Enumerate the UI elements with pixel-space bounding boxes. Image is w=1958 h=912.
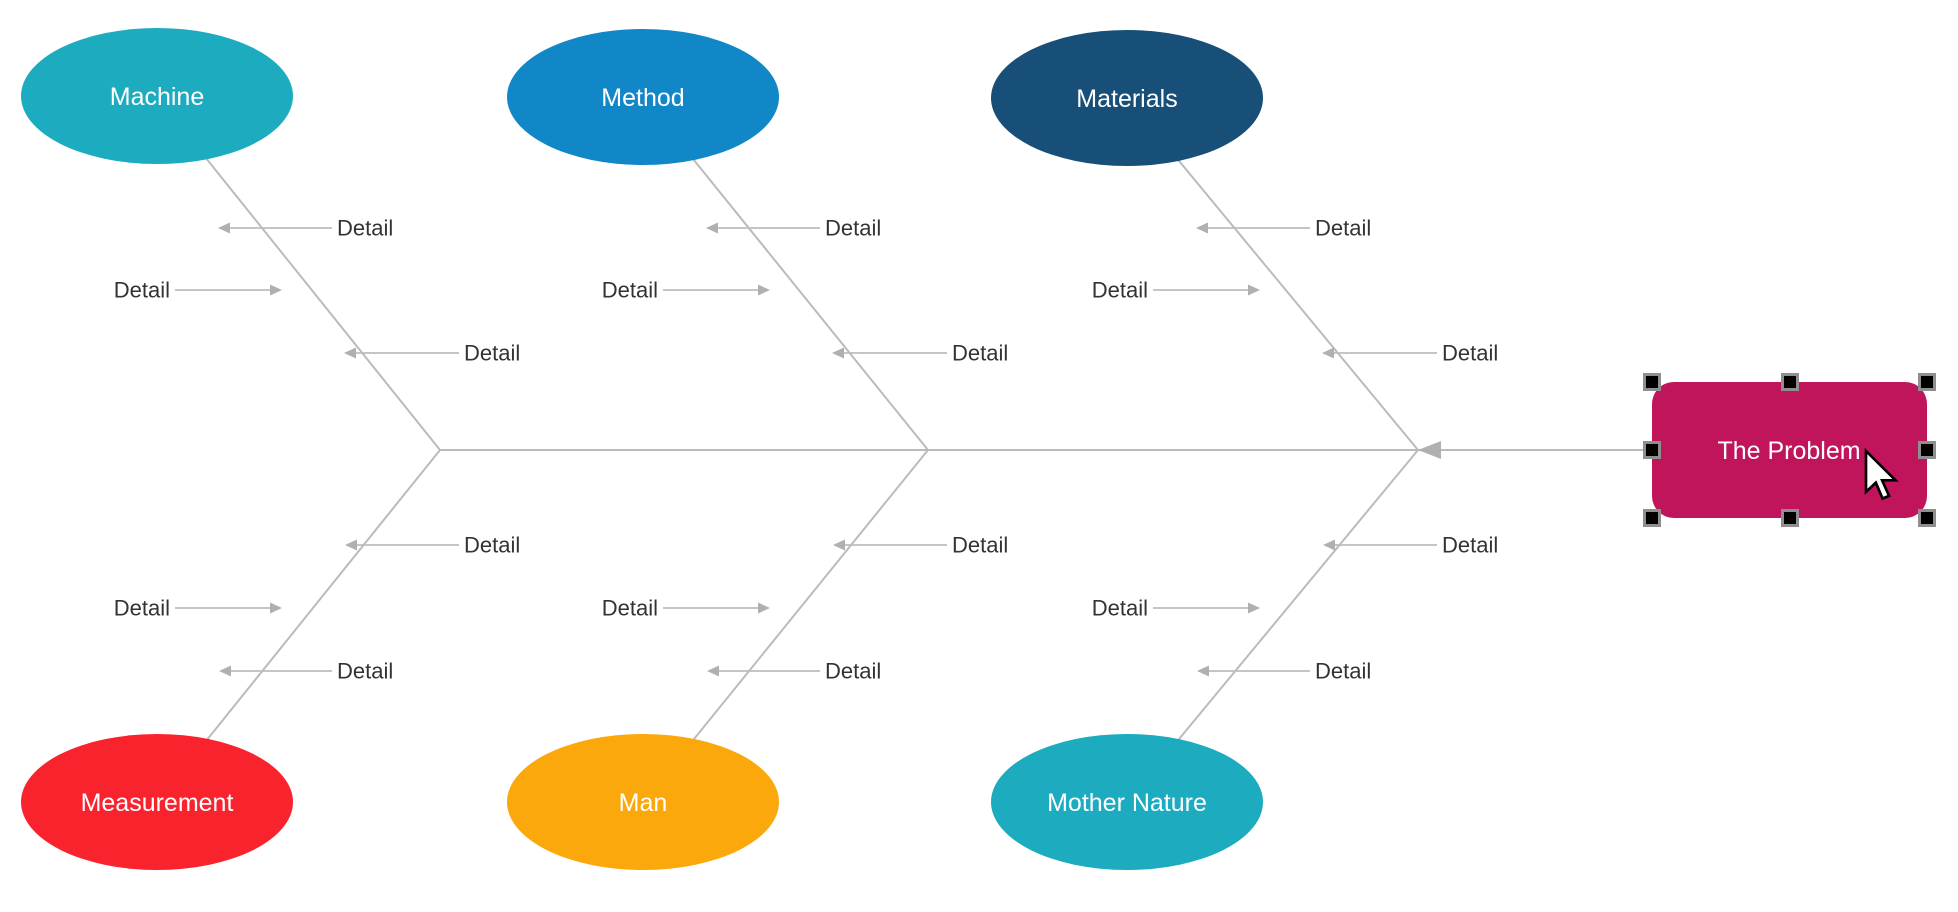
arrowhead-left-icon <box>706 222 718 234</box>
category-label: Man <box>619 789 668 817</box>
detail-label: Detail <box>1315 659 1371 684</box>
detail-arrow-materials-1[interactable]: Detail <box>1196 216 1371 241</box>
detail-arrow-machine-3[interactable]: Detail <box>344 341 520 366</box>
detail-label: Detail <box>464 533 520 558</box>
category-label: Machine <box>110 83 205 111</box>
detail-arrow-machine-1[interactable]: Detail <box>218 216 393 241</box>
detail-arrow-mother-nature-2[interactable]: Detail <box>1092 596 1260 621</box>
category-node-materials[interactable]: Materials <box>991 30 1263 166</box>
arrowhead-left-icon <box>219 665 231 677</box>
arrowhead-left-icon <box>832 347 844 359</box>
selection-handle-ne[interactable] <box>1918 373 1936 391</box>
detail-label: Detail <box>464 341 520 366</box>
arrowhead-left-icon <box>1196 222 1208 234</box>
detail-label: Detail <box>825 216 881 241</box>
detail-label: Detail <box>114 278 170 303</box>
arrowhead-left-icon <box>1197 665 1209 677</box>
detail-arrow-mother-nature-1[interactable]: Detail <box>1323 533 1498 558</box>
category-node-machine[interactable]: Machine <box>21 28 293 164</box>
detail-arrow-materials-3[interactable]: Detail <box>1322 341 1498 366</box>
category-ellipse <box>507 734 779 870</box>
detail-arrow-man-3[interactable]: Detail <box>707 659 881 684</box>
arrowhead-right-icon <box>1248 602 1260 614</box>
category-node-method[interactable]: Method <box>507 29 779 165</box>
arrowhead-right-icon <box>1248 284 1260 296</box>
arrowhead-right-icon <box>270 284 282 296</box>
arrowhead-left-icon <box>1322 347 1334 359</box>
category-node-man[interactable]: Man <box>507 734 779 870</box>
detail-arrow-measurement-2[interactable]: Detail <box>114 596 282 621</box>
arrowhead-left-icon <box>833 539 845 551</box>
detail-arrow-materials-2[interactable]: Detail <box>1092 278 1260 303</box>
arrowhead-right-icon <box>270 602 282 614</box>
category-label: Mother Nature <box>1047 789 1207 817</box>
category-ellipse <box>991 30 1263 166</box>
category-label: Measurement <box>81 789 234 817</box>
category-node-mother-nature[interactable]: Mother Nature <box>991 734 1263 870</box>
detail-label: Detail <box>602 278 658 303</box>
category-ellipse <box>507 29 779 165</box>
problem-rect <box>1652 382 1927 518</box>
category-ellipse <box>21 734 293 870</box>
detail-label: Detail <box>337 659 393 684</box>
detail-label: Detail <box>1315 216 1371 241</box>
selection-handles <box>1643 373 1936 527</box>
detail-arrow-method-2[interactable]: Detail <box>602 278 770 303</box>
detail-arrow-man-2[interactable]: Detail <box>602 596 770 621</box>
detail-label: Detail <box>825 659 881 684</box>
selection-handle-nw[interactable] <box>1643 373 1661 391</box>
selection-handle-s[interactable] <box>1781 509 1799 527</box>
arrowhead-right-icon <box>758 602 770 614</box>
detail-label: Detail <box>1092 596 1148 621</box>
spine-arrowhead-icon <box>1418 441 1441 459</box>
category-ellipse <box>21 28 293 164</box>
detail-label: Detail <box>952 533 1008 558</box>
selection-handle-w[interactable] <box>1643 441 1661 459</box>
detail-label: Detail <box>602 596 658 621</box>
detail-arrow-man-1[interactable]: Detail <box>833 533 1008 558</box>
selection-handle-n[interactable] <box>1781 373 1799 391</box>
detail-arrow-machine-2[interactable]: Detail <box>114 278 282 303</box>
detail-label: Detail <box>337 216 393 241</box>
detail-label: Detail <box>1442 341 1498 366</box>
arrowhead-left-icon <box>707 665 719 677</box>
problem-label: The Problem <box>1717 437 1860 465</box>
category-label: Method <box>601 84 684 112</box>
detail-arrow-measurement-3[interactable]: Detail <box>219 659 393 684</box>
detail-label: Detail <box>1092 278 1148 303</box>
arrowhead-left-icon <box>345 539 357 551</box>
category-ellipse <box>991 734 1263 870</box>
detail-arrow-method-3[interactable]: Detail <box>832 341 1008 366</box>
selection-handle-sw[interactable] <box>1643 509 1661 527</box>
selection-handle-se[interactable] <box>1918 509 1936 527</box>
category-node-measurement[interactable]: Measurement <box>21 734 293 870</box>
detail-label: Detail <box>952 341 1008 366</box>
arrowhead-left-icon <box>218 222 230 234</box>
selection-handle-e[interactable] <box>1918 441 1936 459</box>
detail-arrow-measurement-1[interactable]: Detail <box>345 533 520 558</box>
detail-arrow-mother-nature-3[interactable]: Detail <box>1197 659 1371 684</box>
arrowhead-left-icon <box>344 347 356 359</box>
detail-arrow-method-1[interactable]: Detail <box>706 216 881 241</box>
mouse-cursor-icon <box>1864 447 1899 501</box>
category-label: Materials <box>1076 85 1177 113</box>
arrowhead-right-icon <box>758 284 770 296</box>
arrowhead-left-icon <box>1323 539 1335 551</box>
detail-label: Detail <box>114 596 170 621</box>
problem-node[interactable]: The Problem <box>1652 382 1927 518</box>
detail-label: Detail <box>1442 533 1498 558</box>
